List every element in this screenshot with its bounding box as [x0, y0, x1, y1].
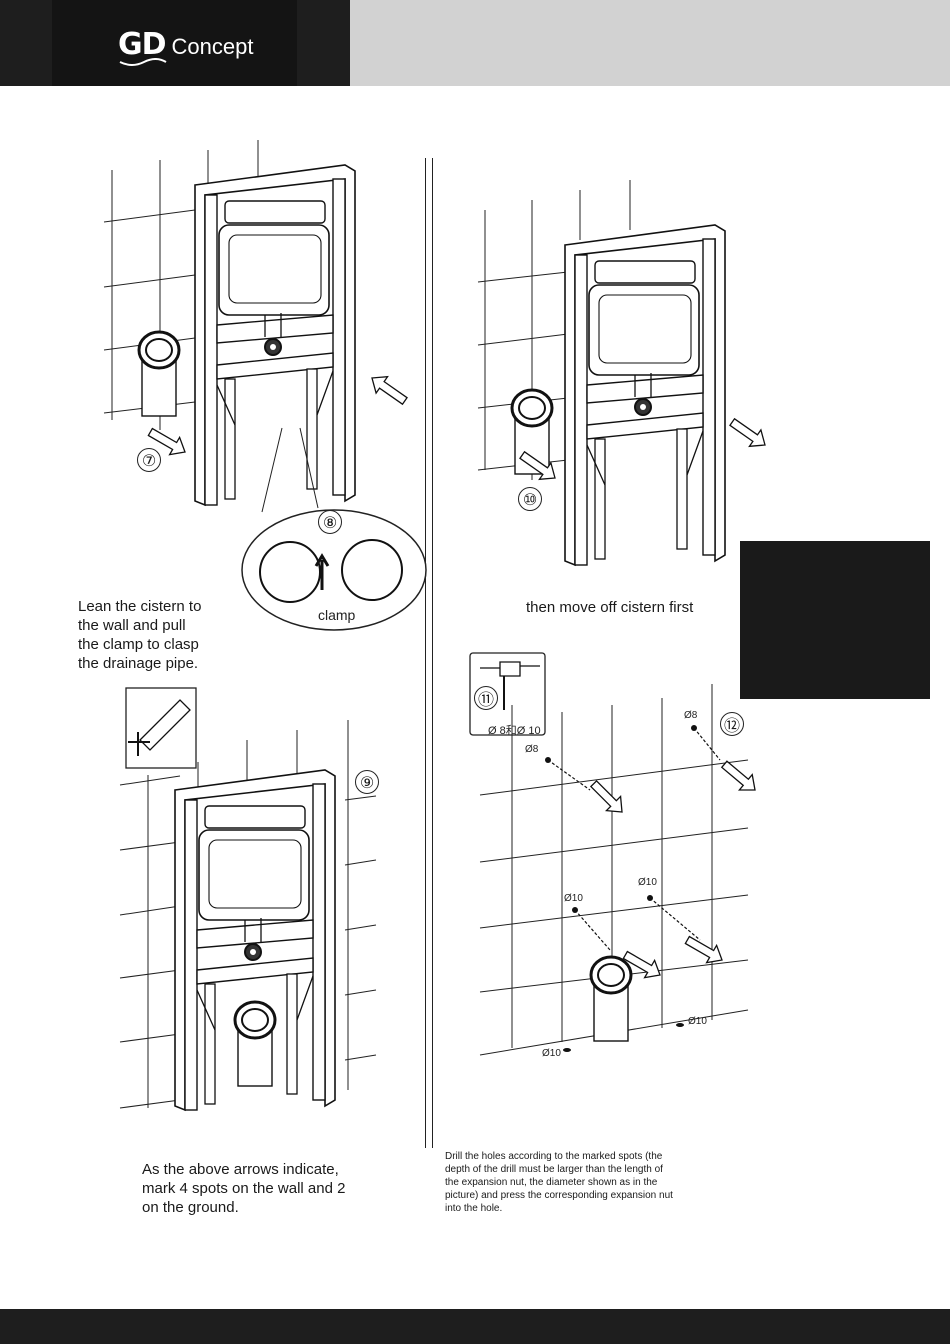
logo-mark: GD [118, 27, 167, 62]
header-logo-panel [52, 0, 297, 86]
header-bar [0, 0, 350, 86]
caption-step-9: As the above arrows indicate, mark 4 spo… [142, 1161, 346, 1216]
column-divider [425, 158, 433, 1148]
logo-wave-icon [119, 58, 167, 66]
footer-bar [0, 1309, 950, 1344]
drill-size-label: Ø 8和Ø 10 [488, 725, 541, 737]
step-9-marker: ⑨ [355, 770, 379, 794]
floor-d10-label-a: Ø10 [542, 1048, 561, 1059]
clamp-label: clamp [318, 607, 356, 623]
caption-step-12: Drill the holes according to the marked … [445, 1151, 673, 1214]
caption-step-8: Lean the cistern to the wall and pull th… [78, 598, 202, 672]
step-12-marker: ⑫ [720, 712, 744, 736]
hole-d8-label-b: Ø8 [684, 710, 698, 721]
wall-grid-12 [479, 684, 749, 1056]
header-grey-band [350, 0, 950, 86]
hole-d10-label-b: Ø10 [638, 877, 657, 888]
brand-logo: GD Concept [118, 27, 254, 66]
logo-wordmark: Concept [171, 34, 254, 59]
step-8-marker: ⑧ [318, 510, 342, 534]
caption-step-10: then move off cistern first [526, 599, 694, 616]
hole-d10-label-a: Ø10 [564, 893, 583, 904]
step-11-marker: ⑪ [474, 686, 498, 710]
hole-d8-label-a: Ø8 [525, 744, 539, 755]
floor-d10-label-b: Ø10 [688, 1016, 707, 1027]
side-section-tab [740, 541, 930, 699]
step-10-marker: ⑩ [518, 487, 542, 511]
wall-grid-9 [119, 720, 377, 1109]
step-7-marker: ⑦ [137, 448, 161, 472]
